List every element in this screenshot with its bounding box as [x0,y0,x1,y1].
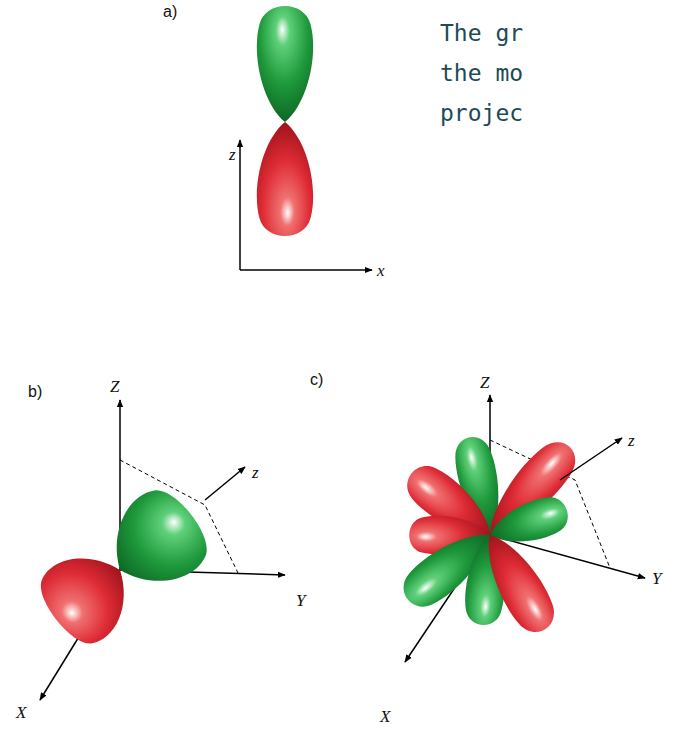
axis-label: Y [652,570,661,587]
green-lobe [257,6,313,122]
axis-label: Z [110,378,119,395]
axis-label: z [229,146,236,163]
panel-letter: b) [28,384,42,400]
green-lobe [92,478,219,606]
axis-label: z [252,464,259,481]
body-text: the mo [440,62,523,85]
axis-line [560,438,622,480]
axis-line [240,269,372,271]
body-text: projec [440,102,523,125]
axis-label: Z [480,374,489,391]
axis-label: Y [296,592,305,609]
panel-letter: a) [163,4,177,20]
body-text: The gr [440,22,523,45]
panel-letter: c) [310,372,323,388]
axis-line [239,140,241,270]
red-lobe [472,524,563,640]
axis-label: X [16,704,26,721]
panel-b [29,400,285,700]
panel-a [240,6,372,270]
red-lobe [257,122,313,236]
panel-c [395,395,645,662]
axis-line [205,467,245,500]
axis-label: x [377,262,385,279]
axis-label: z [628,432,635,449]
axis-label: X [380,708,390,725]
